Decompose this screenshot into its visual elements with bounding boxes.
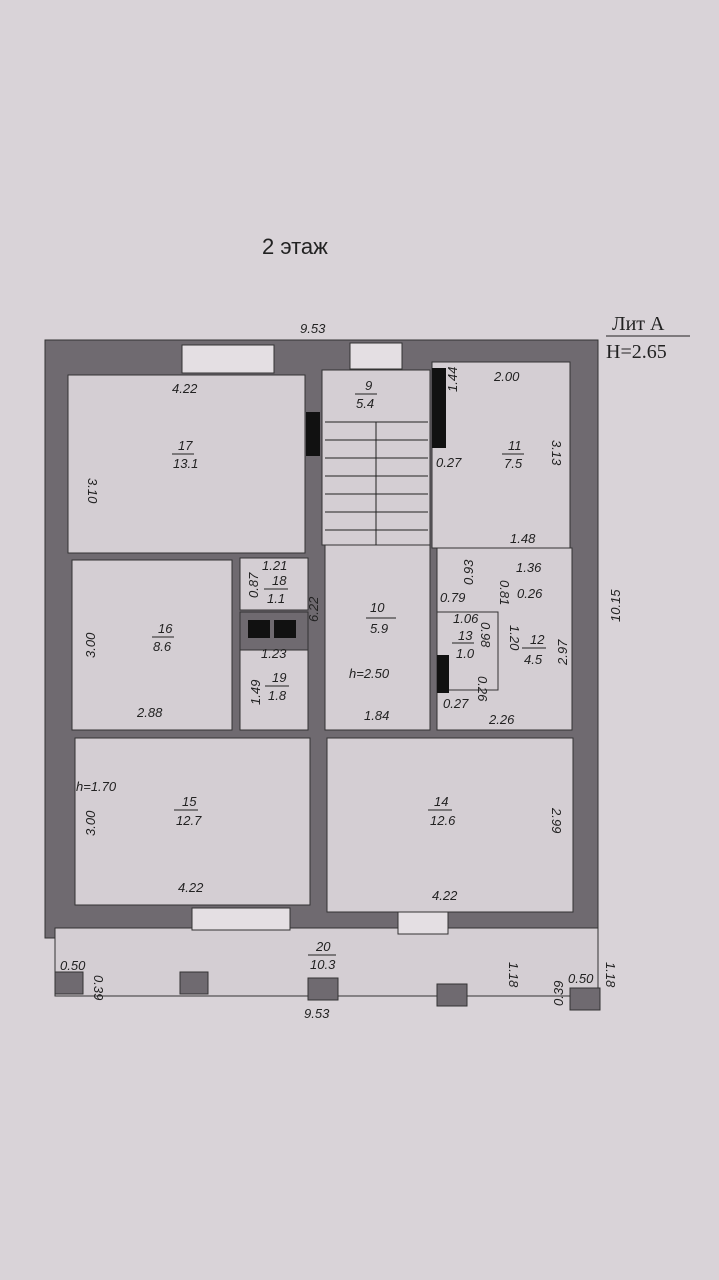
room-label: 9 — [365, 378, 372, 393]
dimension-label: 6.22 — [306, 596, 321, 622]
room-label: 10 — [370, 600, 385, 615]
dimension-label: 1.44 — [445, 367, 460, 392]
dim-bottom-width: 9.53 — [304, 1006, 330, 1021]
dimension-label: 1.84 — [364, 708, 389, 723]
dim-right-height: 10.15 — [608, 589, 623, 622]
dimension-label: 0.98 — [478, 622, 493, 648]
dimension-label: 0.50 — [60, 958, 86, 973]
room-label: 18 — [272, 573, 287, 588]
room-label: 13 — [458, 628, 473, 643]
dimension-label: 1.36 — [516, 560, 542, 575]
room-18 — [239, 557, 309, 611]
dimension-label: 0.50 — [568, 971, 594, 986]
room-label: 5.9 — [370, 621, 388, 636]
room-17 — [67, 374, 306, 554]
dimension-label: 1.18 — [506, 962, 521, 988]
dimension-label: 0.27 — [436, 455, 462, 470]
dimension-label: 1.49 — [248, 680, 263, 705]
dim-top-width: 9.53 — [300, 321, 326, 336]
dimension-label: 2.97 — [555, 639, 570, 666]
dimension-label: 3.13 — [549, 440, 564, 466]
room-19 — [239, 649, 309, 731]
dimension-label: 3.00 — [83, 810, 98, 836]
stairs — [325, 421, 428, 545]
floor-title: 2 этаж — [262, 234, 328, 259]
dimension-label: 1.20 — [507, 625, 522, 651]
dimension-label: 1.18 — [603, 962, 618, 988]
room-label: 19 — [272, 670, 286, 685]
dimension-label: 0.39 — [91, 975, 106, 1000]
dimension-label: 2.00 — [493, 369, 520, 384]
dimension-label: 4.22 — [178, 880, 204, 895]
room-15 — [74, 737, 311, 906]
dimension-label: 4.22 — [172, 381, 198, 396]
dimension-label: 2.88 — [136, 705, 163, 720]
room-label: 11 — [508, 438, 522, 453]
room-label: 1.1 — [267, 591, 285, 606]
room-label: 14 — [434, 794, 448, 809]
balcony-posts — [54, 971, 601, 1011]
room-label: 7.5 — [504, 456, 523, 471]
room-label: 16 — [158, 621, 173, 636]
room-16 — [71, 559, 233, 731]
room-label: 12.7 — [176, 813, 202, 828]
dimension-label: 0.87 — [246, 572, 261, 598]
lit-height: H=2.65 — [606, 341, 667, 363]
lit-label: Лит А — [612, 313, 665, 335]
dimension-label: 3.00 — [83, 632, 98, 658]
room-labels: 17 13.1 9 5.4 11 7.5 16 8.6 18 1.1 19 1.8 10 5.… — [152, 378, 546, 972]
room-label: 13.1 — [173, 456, 198, 471]
room15-height: h=1.70 — [76, 779, 117, 794]
room-label: 1.0 — [456, 646, 475, 661]
dimension-label: 0.27 — [443, 696, 469, 711]
room-label: 10.3 — [310, 957, 336, 972]
room-14 — [326, 737, 574, 913]
ventilation-blocks — [239, 368, 449, 693]
room-11 — [431, 361, 571, 549]
dimension-label: 0.39 — [551, 981, 566, 1006]
room-label: 5.4 — [356, 396, 374, 411]
windows — [181, 342, 449, 935]
dimension-label: 0.26 — [475, 676, 490, 702]
room-10 — [324, 544, 431, 731]
dimension-labels: 4.22 3.10 2.00 1.44 0.27 3.13 1.48 0.93 … — [60, 367, 618, 1006]
room-label: 12 — [530, 632, 545, 647]
corridor-height: h=2.50 — [349, 666, 390, 681]
dimension-label: 4.22 — [432, 888, 458, 903]
dimension-label: 3.10 — [85, 478, 100, 504]
room-label: 12.6 — [430, 813, 456, 828]
room-label: 17 — [178, 438, 193, 453]
dimension-label: 0.26 — [517, 586, 543, 601]
dimension-label: 0.79 — [440, 590, 465, 605]
room-label: 8.6 — [153, 639, 172, 654]
dimension-label: 1.48 — [510, 531, 536, 546]
room-label: 4.5 — [524, 652, 543, 667]
room-label: 15 — [182, 794, 197, 809]
dimension-label: 0.93 — [461, 559, 476, 585]
dimension-label: 1.06 — [453, 611, 479, 626]
dimension-label: 0.81 — [497, 580, 512, 605]
dimension-label: 2.26 — [488, 712, 515, 727]
room-label: 1.8 — [268, 688, 287, 703]
dimension-label: 2.99 — [549, 807, 564, 833]
room-label: 20 — [315, 939, 331, 954]
dimension-label: 1.23 — [261, 646, 287, 661]
dimension-label: 1.21 — [262, 558, 287, 573]
